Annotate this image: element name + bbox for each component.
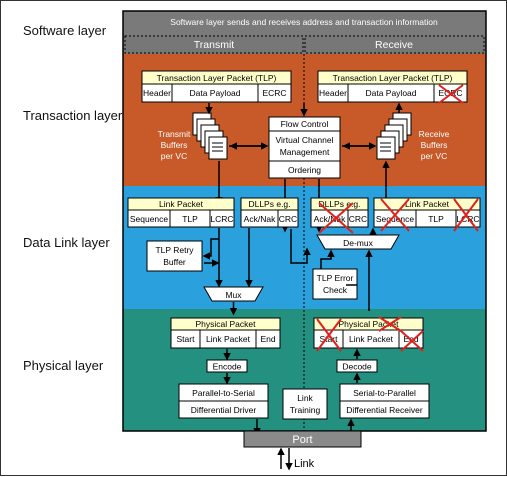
svg-text:Link: Link bbox=[297, 393, 313, 403]
tlp-retry-buffer: TLP Retry Buffer bbox=[146, 240, 203, 272]
receive-buffers-label-3: per VC bbox=[421, 151, 447, 161]
svg-text:Data Payload: Data Payload bbox=[189, 88, 240, 98]
ecrc-strike-cross bbox=[438, 84, 464, 104]
svg-text:Link Packet: Link Packet bbox=[159, 199, 204, 209]
svg-text:Data Payload: Data Payload bbox=[365, 88, 416, 98]
transmit-buffers-label-2: Buffers bbox=[161, 140, 188, 150]
svg-text:Start: Start bbox=[177, 334, 196, 344]
rx-tlp: Transaction Layer Packet (TLP) Header Da… bbox=[317, 70, 468, 104]
software-bar-text: Software layer sends and receives addres… bbox=[170, 17, 438, 27]
svg-text:Link Packet: Link Packet bbox=[405, 199, 450, 209]
demux: De-mux bbox=[316, 234, 400, 250]
svg-text:Check: Check bbox=[323, 285, 348, 295]
svg-text:TLP Error: TLP Error bbox=[317, 273, 354, 283]
svg-text:Management: Management bbox=[280, 147, 330, 157]
encode-box: Encode bbox=[206, 359, 248, 373]
svg-text:Serial-to-Parallel: Serial-to-Parallel bbox=[353, 388, 416, 398]
svg-text:Training: Training bbox=[290, 405, 321, 415]
svg-text:Encode: Encode bbox=[213, 362, 242, 372]
svg-text:Transaction Layer Packet (TLP): Transaction Layer Packet (TLP) bbox=[157, 73, 277, 83]
tx-physical-packet: Physical Packet Start Link Packet End bbox=[170, 317, 281, 349]
svg-text:Header: Header bbox=[143, 88, 171, 98]
svg-text:Ordering: Ordering bbox=[288, 165, 321, 175]
dllp-strike-cross bbox=[318, 202, 354, 234]
label-software-layer: Software layer bbox=[23, 23, 107, 38]
rx-link-packet: Link Packet Sequence TLP LCRC bbox=[373, 197, 481, 232]
data-link-arrows bbox=[202, 227, 377, 316]
svg-text:Link Packet: Link Packet bbox=[206, 334, 251, 344]
svg-text:Differential Receiver: Differential Receiver bbox=[346, 405, 423, 415]
receive-buffers-label: Receive bbox=[419, 129, 450, 139]
tx-link-packet: Link Packet Sequence TLP LCRC bbox=[127, 197, 235, 228]
mux: Mux bbox=[203, 286, 264, 302]
svg-text:Transaction Layer Packet (TLP): Transaction Layer Packet (TLP) bbox=[333, 73, 453, 83]
svg-text:TLP: TLP bbox=[428, 214, 444, 224]
svg-text:Ack/Nak: Ack/Nak bbox=[244, 214, 276, 224]
link-label: Link bbox=[294, 458, 315, 470]
svg-text:Link Packet: Link Packet bbox=[349, 334, 394, 344]
label-transaction-layer: Transaction layer bbox=[23, 108, 123, 123]
svg-text:Start: Start bbox=[320, 334, 339, 344]
receive-buffers-stack bbox=[376, 112, 412, 160]
svg-text:LCRC: LCRC bbox=[210, 214, 233, 224]
tx-dotted-outline bbox=[124, 35, 304, 54]
rx-dotted-outline bbox=[304, 35, 485, 54]
svg-text:CRC: CRC bbox=[279, 214, 297, 224]
label-physical-layer: Physical layer bbox=[23, 358, 104, 373]
svg-text:Parallel-to-Serial: Parallel-to-Serial bbox=[192, 388, 255, 398]
svg-text:TLP Retry: TLP Retry bbox=[155, 245, 194, 255]
svg-text:Ack/Nak: Ack/Nak bbox=[314, 214, 346, 224]
svg-text:Sequence: Sequence bbox=[376, 214, 415, 224]
svg-text:DLLPs e.g.: DLLPs e.g. bbox=[248, 199, 290, 209]
tx-tlp: Transaction Layer Packet (TLP) Header Da… bbox=[141, 70, 292, 103]
tlp-error-check: TLP Error Check bbox=[312, 268, 358, 300]
physical-strike-crosses bbox=[316, 316, 424, 352]
link-training-box: Link Training bbox=[282, 388, 328, 420]
receive-buffers-label-2: Buffers bbox=[421, 140, 448, 150]
tx-dllps: DLLPs e.g. Ack/Nak CRC bbox=[240, 197, 299, 228]
svg-text:End: End bbox=[260, 334, 275, 344]
svg-text:Virtual Channel: Virtual Channel bbox=[276, 135, 334, 145]
svg-text:De-mux: De-mux bbox=[343, 238, 374, 248]
column-header-band bbox=[123, 35, 486, 54]
svg-text:TLP: TLP bbox=[182, 214, 198, 224]
label-data-link-layer: Data Link layer bbox=[23, 235, 110, 250]
svg-text:Decode: Decode bbox=[342, 362, 372, 372]
rx-physical-packet: Physical Packet Start Link Packet End bbox=[313, 316, 424, 352]
port: Port bbox=[243, 430, 362, 448]
rx-dllps: DLLPs e.g. Ack/Nak CRC bbox=[310, 197, 369, 234]
tx-serializer: Parallel-to-Serial Differential Driver bbox=[178, 383, 269, 419]
rx-deserializer: Serial-to-Parallel Differential Receiver bbox=[339, 383, 430, 419]
svg-text:Differential Driver: Differential Driver bbox=[191, 405, 257, 415]
svg-text:Physical Packet: Physical Packet bbox=[196, 319, 257, 329]
svg-text:DLLPs e.g.: DLLPs e.g. bbox=[318, 199, 360, 209]
decode-box: Decode bbox=[336, 359, 378, 373]
svg-text:CRC: CRC bbox=[349, 214, 367, 224]
transmit-buffers-label-3: per VC bbox=[161, 151, 187, 161]
svg-text:Physical Packet: Physical Packet bbox=[339, 319, 400, 329]
transmit-buffers-stack bbox=[192, 112, 228, 160]
svg-text:Sequence: Sequence bbox=[130, 214, 169, 224]
receive-header: Receive bbox=[375, 39, 413, 51]
software-band bbox=[123, 11, 486, 35]
svg-text:ECRC: ECRC bbox=[262, 88, 286, 98]
svg-text:Port: Port bbox=[292, 434, 312, 446]
svg-text:Flow Control: Flow Control bbox=[281, 119, 329, 129]
svg-text:Mux: Mux bbox=[225, 290, 242, 300]
link-arrows bbox=[277, 447, 293, 471]
link-packet-strike-crosses bbox=[380, 198, 479, 232]
svg-text:Buffer: Buffer bbox=[163, 257, 186, 267]
flow-control-block: Flow Control Virtual Channel Management … bbox=[268, 116, 341, 179]
transmit-header: Transmit bbox=[194, 39, 235, 51]
transmit-buffers-label: Transmit bbox=[158, 129, 191, 139]
svg-text:Header: Header bbox=[319, 88, 347, 98]
